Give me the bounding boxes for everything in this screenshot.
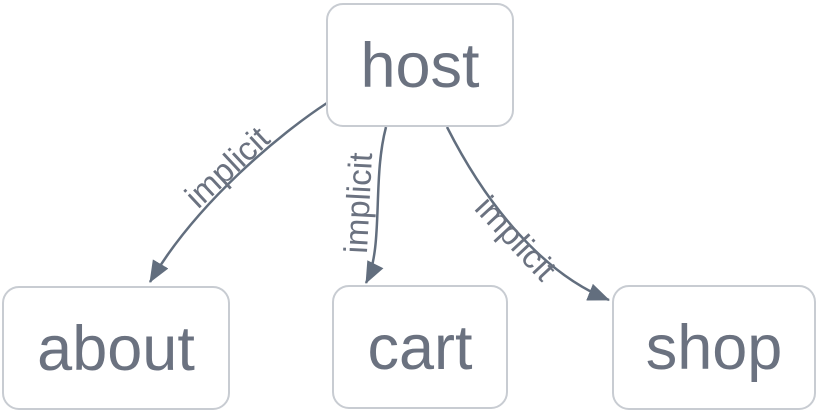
node-box-about bbox=[2, 286, 230, 410]
node-host[interactable]: host bbox=[326, 3, 514, 127]
node-box-cart bbox=[332, 285, 508, 409]
edge-line-host-about bbox=[148, 101, 328, 283]
edge-label-host-about: implicit bbox=[178, 119, 277, 215]
node-label-shop: shop bbox=[646, 313, 783, 383]
node-label-cart: cart bbox=[367, 313, 473, 383]
edge-host-about[interactable]: implicit bbox=[148, 101, 328, 283]
edge-label-host-cart: implicit bbox=[337, 152, 379, 255]
node-cart[interactable]: cart bbox=[332, 285, 508, 409]
edge-line-host-cart bbox=[364, 126, 388, 284]
edge-host-cart[interactable]: implicit bbox=[337, 126, 388, 284]
node-about[interactable]: about bbox=[2, 286, 230, 410]
node-label-about: about bbox=[37, 314, 195, 384]
node-box-host bbox=[326, 3, 514, 127]
node-label-host: host bbox=[360, 31, 480, 101]
edge-label-host-shop: implicit bbox=[468, 189, 564, 288]
node-box-shop bbox=[612, 285, 816, 410]
edge-host-shop[interactable]: implicit bbox=[445, 126, 610, 302]
node-shop[interactable]: shop bbox=[612, 285, 816, 410]
edge-line-host-shop bbox=[445, 126, 610, 302]
